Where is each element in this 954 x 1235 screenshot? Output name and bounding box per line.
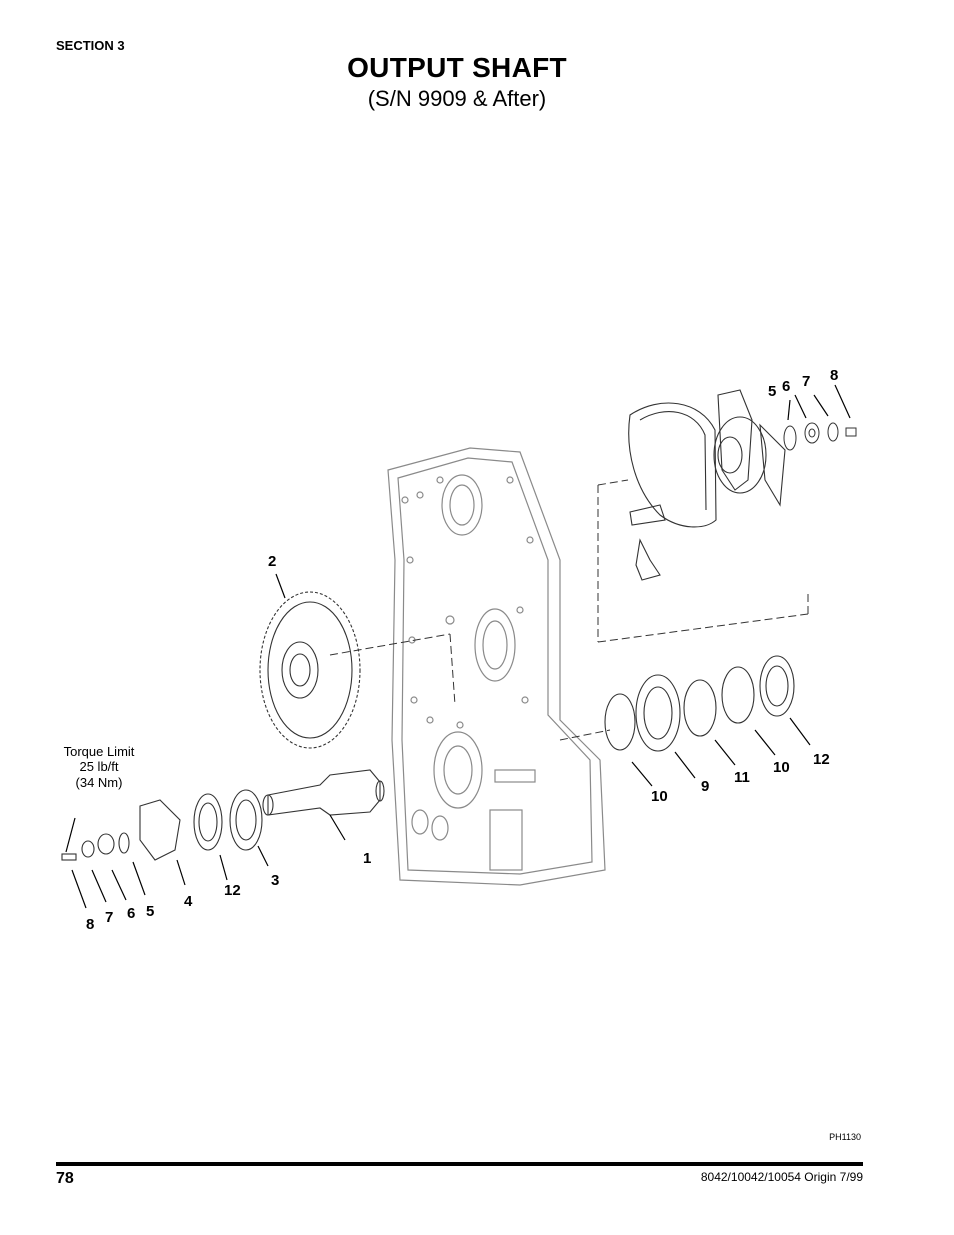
- torque-note-line-3: (34 Nm): [76, 775, 123, 790]
- callout-7-left: 7: [105, 909, 113, 926]
- output-shaft: [262, 769, 385, 816]
- figure-id: PH1130: [829, 1132, 861, 1142]
- assembly-centerlines: [329, 479, 809, 741]
- callout-10-b: 10: [773, 759, 790, 776]
- callout-8-right: 8: [830, 367, 838, 384]
- torque-note: Torque Limit 25 lb/ft (34 Nm): [64, 744, 135, 790]
- callout-12-left: 12: [224, 882, 241, 899]
- callout-2: 2: [268, 553, 276, 570]
- doc-reference: 8042/10042/10054 Origin 7/99: [700, 1170, 863, 1184]
- brake-small-parts: [783, 422, 857, 451]
- section-label: SECTION 3: [56, 38, 125, 53]
- callout-9: 9: [701, 778, 709, 795]
- page-title: OUTPUT SHAFT: [347, 52, 567, 83]
- callout-5-right: 5: [768, 383, 776, 400]
- leader-lines: [65, 384, 851, 909]
- right-side-rings: [604, 655, 795, 752]
- page-number: 78: [56, 1170, 74, 1187]
- callout-1: 1: [363, 850, 371, 867]
- callout-6-left: 6: [127, 905, 135, 922]
- callout-6-right: 6: [782, 378, 790, 395]
- callout-7-right: 7: [802, 373, 810, 390]
- callout-12-right: 12: [813, 751, 830, 768]
- callout-3: 3: [271, 872, 279, 889]
- transmission-housing: [387, 447, 606, 886]
- output-gear: [259, 591, 361, 749]
- left-side-parts: [61, 789, 263, 861]
- footer-rule: [56, 1162, 863, 1166]
- callout-10-a: 10: [651, 788, 668, 805]
- callout-11: 11: [734, 769, 750, 786]
- callout-labels: 1 2 3 4 12 5 6 7 8 9 10 10 11 12 5 6 7 8: [86, 367, 838, 933]
- callout-4: 4: [184, 893, 193, 910]
- brake-assembly: [628, 389, 786, 581]
- callout-5-left: 5: [146, 903, 154, 920]
- torque-note-line-2: 25 lb/ft: [79, 759, 118, 774]
- page-subtitle: (S/N 9909 & After): [367, 86, 547, 111]
- callout-8-left: 8: [86, 916, 94, 933]
- torque-note-line-1: Torque Limit: [64, 744, 135, 759]
